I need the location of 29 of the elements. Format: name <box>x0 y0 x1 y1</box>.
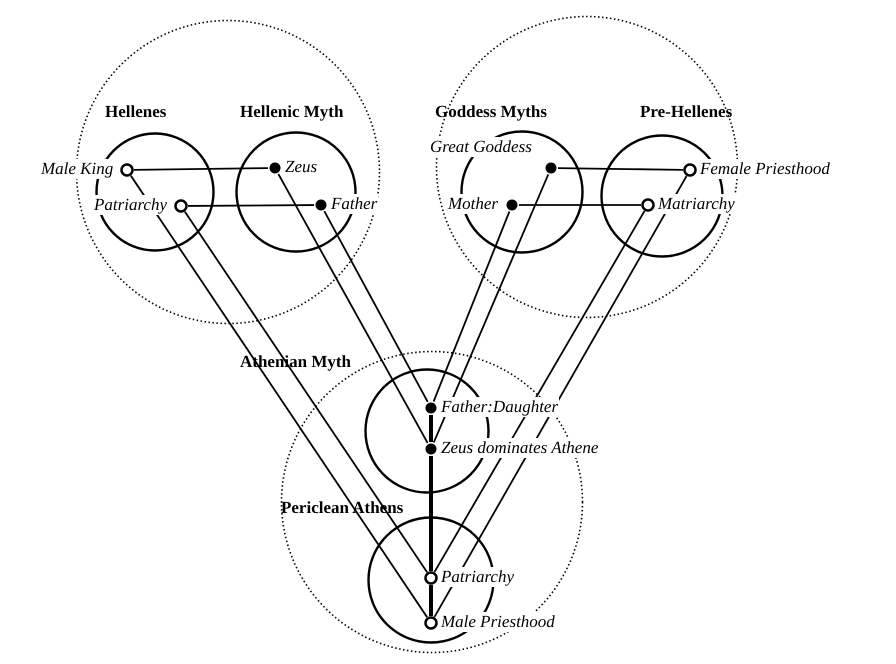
element-label: Male Priesthood <box>440 612 556 632</box>
element-label: Female Priesthood <box>699 159 831 179</box>
connector-line <box>434 210 646 572</box>
connector-line <box>429 456 433 571</box>
connector-line <box>184 211 428 573</box>
connector-line <box>519 204 641 206</box>
connector-line <box>134 167 268 171</box>
element-label: Male King <box>40 159 114 179</box>
connector-line <box>429 415 433 442</box>
element-label: Patriarchy <box>440 567 516 587</box>
connector-line <box>432 211 510 402</box>
connector-line <box>130 175 428 618</box>
element-label: Father <box>330 194 378 214</box>
connector-line <box>278 174 428 444</box>
element-label: Mother <box>447 194 500 214</box>
space-heading: Pre-Hellenes <box>640 102 732 122</box>
element-label: Great Goddess <box>429 137 533 157</box>
space-heading: Hellenes <box>105 102 166 122</box>
element-label: Zeus dominates Athene <box>440 438 600 458</box>
connector-line <box>188 204 314 207</box>
element-label: Patriarchy <box>93 195 168 215</box>
connector-line <box>432 174 550 443</box>
space-heading: Hellenic Myth <box>240 102 344 122</box>
space-heading: Goddess Myths <box>435 102 547 122</box>
element-label: Matriarchy <box>657 194 736 214</box>
connector-line <box>324 210 428 402</box>
connector-line <box>429 585 433 616</box>
connector-line <box>558 167 684 171</box>
element-label: Father:Daughter <box>440 397 560 417</box>
